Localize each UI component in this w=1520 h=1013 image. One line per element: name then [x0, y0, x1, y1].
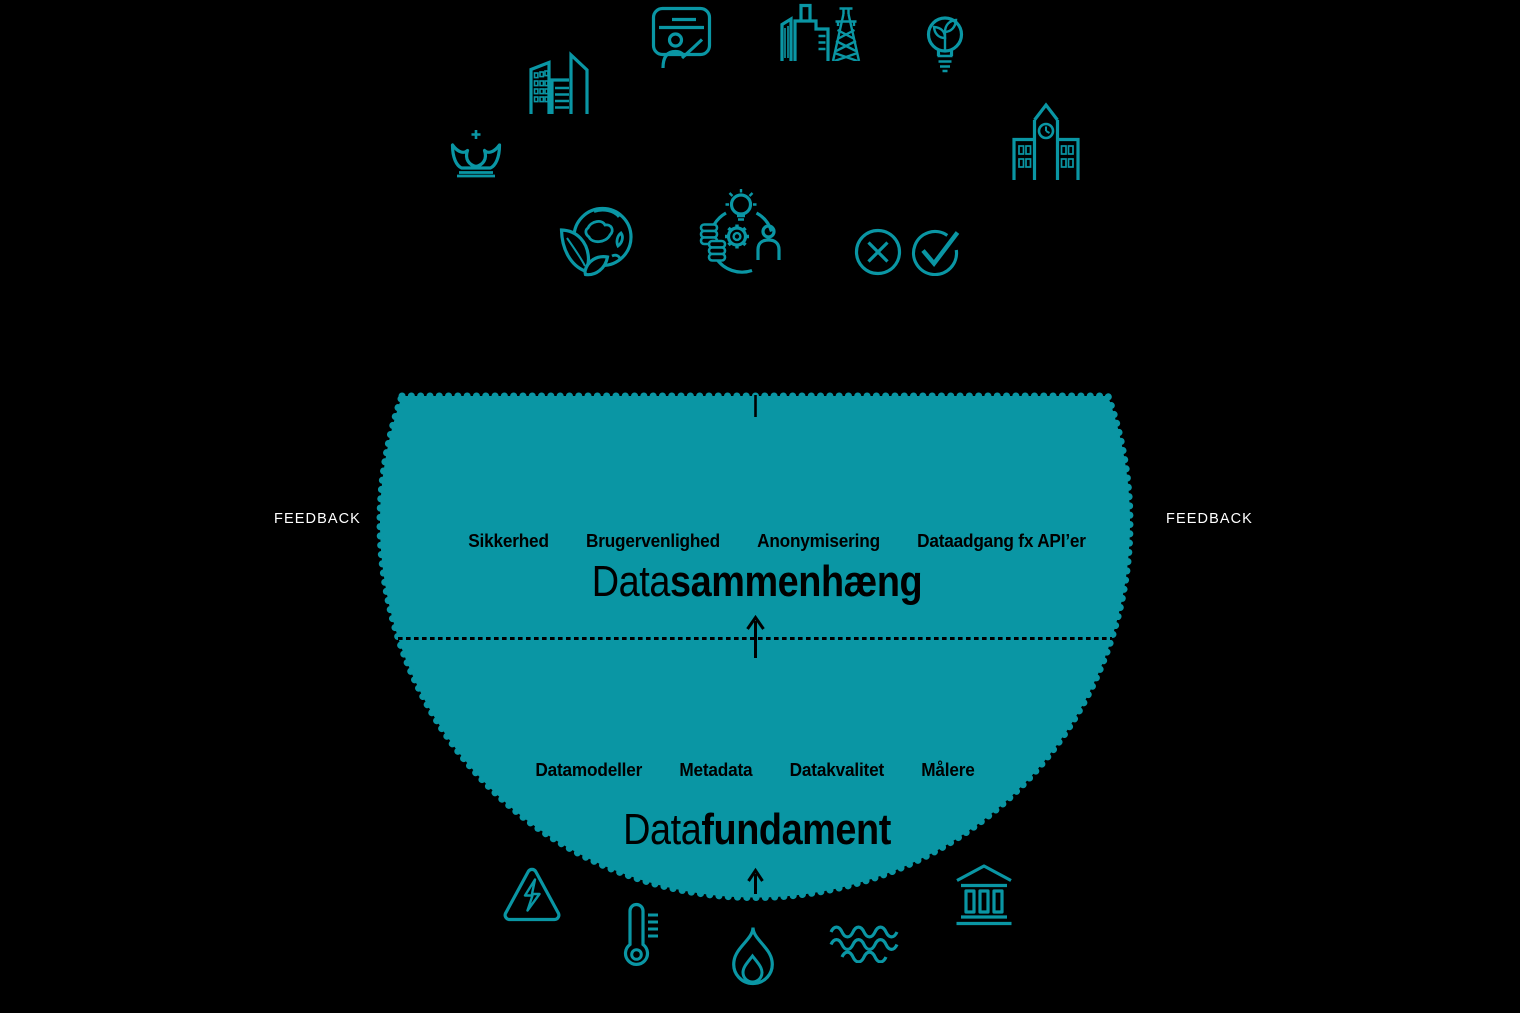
keyword-anonymisering: Anonymisering [757, 530, 880, 551]
keyword-sikkerhed: Sikkerhed [468, 530, 549, 551]
gear [725, 224, 749, 249]
water-waves-icon [829, 925, 899, 963]
upper-section-title: Datasammenhæng [591, 557, 923, 606]
lightning-bolt [523, 878, 541, 912]
clock-tower-building-icon [1012, 102, 1080, 180]
keyword-maalere: Målere [921, 759, 975, 780]
city-buildings-icon [529, 51, 589, 114]
keyword-brugervenlighed: Brugervenlighed [585, 530, 720, 551]
feedback-label-left: FEEDBACK [274, 511, 361, 527]
transmission-tower [831, 7, 861, 61]
innovation-cycle-icon [699, 189, 781, 274]
gas-flame-icon [732, 927, 774, 986]
upper-title-regular-part: Data [591, 557, 671, 606]
lower-keywords-row: Datamodeller Metadata Datakvalitet Måler… [535, 759, 975, 780]
eco-lightbulb-icon [926, 16, 964, 73]
clock-face [1037, 122, 1055, 140]
keyword-dataadgang: Dataadgang fx API’er [917, 530, 1086, 551]
lower-section-title: Datafundament [623, 808, 891, 852]
idea-lightbulb [725, 189, 757, 221]
person [756, 224, 781, 260]
coin-stacks [699, 223, 727, 262]
feedback-label-right: FEEDBACK [1166, 511, 1253, 527]
check-circle-icon [911, 230, 960, 276]
cross-circle-icon [854, 228, 902, 276]
bottom-up-arrow [747, 867, 764, 894]
keyword-metadata: Metadata [679, 759, 753, 780]
upper-keywords-row: Sikkerhed Brugervenlighed Anonymisering … [468, 530, 1086, 551]
keyword-datakvalitet: Datakvalitet [789, 759, 885, 780]
thermometer-icon [623, 902, 658, 966]
continents [584, 208, 624, 261]
keyword-datamodeller: Datamodeller [535, 759, 643, 780]
sprout [932, 18, 958, 51]
globe-leaves-icon [559, 206, 633, 277]
high-voltage-triangle-icon [503, 867, 561, 922]
bowl-scalloped-edge [376, 392, 1134, 902]
upper-title-bold-part: sammenhæng [669, 557, 923, 606]
leaves [559, 228, 610, 277]
presentation-certificate-icon [651, 6, 712, 68]
middle-up-arrow [746, 614, 765, 658]
crown-icon [450, 130, 502, 178]
bank-building-icon [956, 864, 1012, 926]
lower-title-regular-part: Data [623, 805, 702, 854]
power-plant-pylon-icon [780, 3, 861, 61]
inner-flame [741, 953, 764, 984]
lower-title-bold-part: fundament [701, 805, 891, 854]
